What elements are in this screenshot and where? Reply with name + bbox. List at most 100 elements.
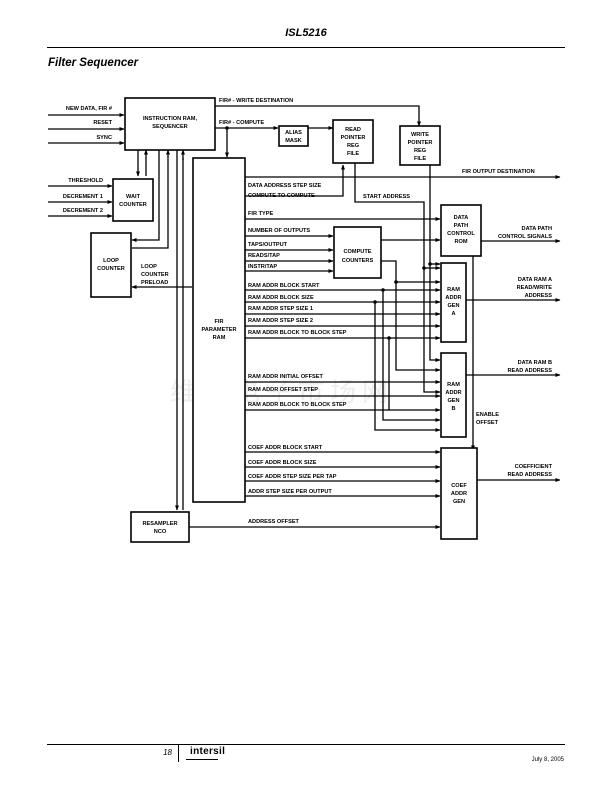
output-labels: DATA PATH CONTROL SIGNALS DATA RAM A REA… bbox=[498, 226, 553, 478]
wait-counter-block: WAIT COUNTER bbox=[112, 178, 154, 222]
block-label: RAM bbox=[447, 287, 460, 293]
block-label: FILE bbox=[414, 156, 426, 162]
label-new-data: NEW DATA, FIR # bbox=[66, 106, 113, 112]
block-label: COUNTERS bbox=[342, 258, 374, 264]
block-label: RAM bbox=[447, 382, 460, 388]
field-ram-addr-block-start: RAM ADDR BLOCK START bbox=[248, 283, 320, 289]
block-label: ALIAS bbox=[285, 130, 302, 136]
label-threshold: THRESHOLD bbox=[68, 178, 103, 184]
label-enable-offset: OFFSET bbox=[476, 420, 499, 426]
label-reset: RESET bbox=[93, 120, 112, 126]
block-label: SEQUENCER bbox=[152, 124, 187, 130]
junction-dot bbox=[225, 126, 229, 130]
block-label: FILE bbox=[347, 151, 359, 157]
block-label: POINTER bbox=[408, 140, 433, 146]
field-instr-tap: INSTR/TAP bbox=[248, 264, 277, 270]
block-label: RESAMPLER bbox=[142, 521, 177, 527]
field-ram-addr-step-size-2: RAM ADDR STEP SIZE 2 bbox=[248, 318, 313, 324]
field-ram-addr-block-size: RAM ADDR BLOCK SIZE bbox=[248, 295, 314, 301]
block-label: MASK bbox=[285, 138, 301, 144]
block-label: ADDR bbox=[445, 390, 461, 396]
wire-branch-block-start bbox=[382, 290, 441, 422]
signal-labels: FIR# - WRITE DESTINATION FIR# - COMPUTE … bbox=[141, 98, 535, 525]
header-rule bbox=[47, 47, 565, 48]
block-label: INSTRUCTION RAM, bbox=[143, 116, 198, 122]
block-label: A bbox=[451, 311, 455, 317]
wire-seq-to-loop bbox=[131, 150, 160, 242]
block-label: PATH bbox=[454, 223, 468, 229]
label-decrement1: DECREMENT 1 bbox=[63, 194, 103, 200]
wire-fir-write-destination bbox=[215, 105, 421, 127]
block-label: RAM bbox=[213, 335, 226, 341]
logo-underline bbox=[186, 759, 218, 760]
label-loop-counter-preload: LOOP bbox=[141, 264, 157, 270]
instruction-ram-block: INSTRUCTION RAM, SEQUENCER bbox=[124, 97, 216, 151]
label-decrement2: DECREMENT 2 bbox=[63, 208, 103, 214]
field-coef-addr-block-size: COEF ADDR BLOCK SIZE bbox=[248, 460, 317, 466]
coef-addr-gen-block: COEF ADDR GEN bbox=[440, 447, 478, 540]
page-number: 18 bbox=[163, 748, 172, 757]
block-label: POINTER bbox=[341, 135, 366, 141]
block-label: ADDR bbox=[445, 295, 461, 301]
block-label: FIR bbox=[214, 319, 223, 325]
block-label: WAIT bbox=[126, 194, 141, 200]
read-pointer-block: READ POINTER REG FILE bbox=[332, 119, 374, 164]
data-path-control-rom-block: DATA PATH CONTROL ROM bbox=[440, 204, 482, 257]
block-label: READ bbox=[345, 127, 361, 133]
block-label: WRITE bbox=[411, 132, 429, 138]
label-data-ram-a: READ/WRITE bbox=[517, 285, 553, 291]
junction-dot bbox=[387, 336, 391, 340]
block-label: LOOP bbox=[103, 258, 119, 264]
block-label: ADDR bbox=[451, 491, 467, 497]
label-loop-counter-preload: COUNTER bbox=[141, 272, 169, 278]
label-address-offset: ADDRESS OFFSET bbox=[248, 519, 300, 525]
junction-dot bbox=[381, 288, 385, 292]
label-sync: SYNC bbox=[96, 135, 112, 141]
field-coef-addr-block-start: COEF ADDR BLOCK START bbox=[248, 445, 323, 451]
junction-dot bbox=[394, 280, 398, 284]
field-ram-addr-offset-step: RAM ADDR OFFSET STEP bbox=[248, 387, 318, 393]
block-label: COMPUTE bbox=[344, 249, 372, 255]
field-ram-addr-initial-offset: RAM ADDR INITIAL OFFSET bbox=[248, 374, 323, 380]
junction-dot bbox=[373, 300, 377, 304]
block-label: COEF bbox=[451, 483, 467, 489]
fir-parameter-ram-block: FIR PARAMETER RAM bbox=[192, 157, 246, 503]
label-start-address: START ADDRESS bbox=[363, 194, 410, 200]
fir-parameter-fields: DATA ADDRESS STEP SIZE COMPUTE TO COMPUT… bbox=[248, 183, 347, 495]
block-label: COUNTER bbox=[119, 202, 147, 208]
label-data-path-control-signals: DATA PATH bbox=[522, 226, 552, 232]
footer-rule bbox=[47, 744, 565, 745]
block-label: REG bbox=[347, 143, 359, 149]
label-fir-write-destination: FIR# - WRITE DESTINATION bbox=[219, 98, 293, 104]
field-reads-tap: READS/TAP bbox=[248, 253, 280, 259]
field-ram-addr-block-to-block-step: RAM ADDR BLOCK TO BLOCK STEP bbox=[248, 330, 347, 336]
label-data-ram-b: READ ADDRESS bbox=[507, 368, 552, 374]
label-data-ram-a: DATA RAM A bbox=[518, 277, 552, 283]
field-fir-type: FIR TYPE bbox=[248, 211, 273, 217]
block-label: DATA bbox=[454, 215, 469, 221]
wire-start-address bbox=[354, 163, 441, 394]
block-label: PARAMETER bbox=[201, 327, 236, 333]
ram-addr-gen-b-block: RAM ADDR GEN B bbox=[440, 352, 467, 438]
label-data-path-control-signals: CONTROL SIGNALS bbox=[498, 234, 552, 240]
document-title: ISL5216 bbox=[285, 27, 327, 39]
field-number-of-outputs: NUMBER OF OUTPUTS bbox=[248, 228, 310, 234]
footer-separator bbox=[178, 744, 179, 762]
label-fir-output-destination: FIR OUTPUT DESTINATION bbox=[462, 169, 535, 175]
field-coef-addr-step-size-per-tap: COEF ADDR STEP SIZE PER TAP bbox=[248, 474, 337, 480]
block-label: REG bbox=[414, 148, 426, 154]
write-pointer-block: WRITE POINTER REG FILE bbox=[399, 125, 441, 166]
label-fir-compute: FIR# - COMPUTE bbox=[219, 120, 264, 126]
block-label: CONTROL bbox=[447, 231, 475, 237]
loop-counter-block: LOOP COUNTER bbox=[90, 232, 132, 298]
label-loop-counter-preload: PRELOAD bbox=[141, 280, 168, 286]
block-label: NCO bbox=[154, 529, 167, 535]
junction-dot bbox=[422, 266, 426, 270]
compute-counters-block: COMPUTE COUNTERS bbox=[333, 226, 382, 279]
ram-addr-gen-a-block: RAM ADDR GEN A bbox=[440, 262, 467, 343]
block-label: ROM bbox=[454, 239, 467, 245]
intersil-logo: intersil bbox=[190, 746, 226, 757]
field-ram-addr-block-to-block-step-b: RAM ADDR BLOCK TO BLOCK STEP bbox=[248, 402, 347, 408]
label-data-ram-b: DATA RAM B bbox=[518, 360, 552, 366]
